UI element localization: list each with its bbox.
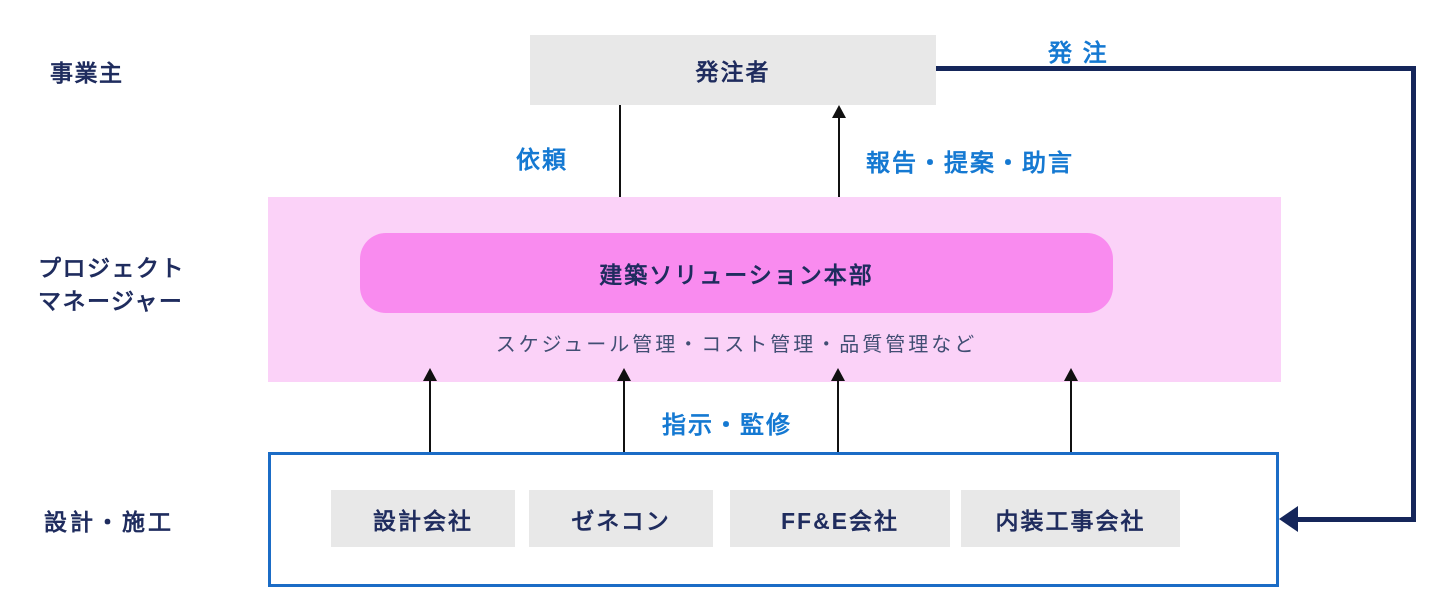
arrow-up-icon [1064,368,1078,381]
edge-label-order: 発 注 [1048,40,1109,67]
company-node-interior: 内装工事会社 [961,490,1180,547]
arrow-shaft [429,379,431,476]
order-path-top-segment [936,66,1413,71]
company-node-design: 設計会社 [331,490,515,547]
client-node: 発注者 [530,35,936,105]
row-label-business-owner: 事業主 [50,60,124,86]
order-path-right-segment [1411,66,1416,522]
arrow-up-icon [831,368,845,381]
edge-label-report: 報告・提案・助言 [866,150,1074,177]
row-label-project-manager: プロジェクト マネージャー [38,252,185,318]
arrow-up-icon [617,368,631,381]
order-path-bottom-segment [1296,517,1413,522]
arrow-shaft [838,116,840,222]
arrow-shaft [837,379,839,476]
edge-label-direction: 指示・監修 [662,412,792,439]
arrow-shaft [619,105,621,211]
arrow-up-icon [832,105,846,118]
company-node-ffe: FF&E会社 [730,490,950,547]
row-label-design-construction: 設計・施工 [44,509,174,535]
report-arrow-up [832,105,846,222]
row-label-project-manager-line1: プロジェクト [38,255,185,281]
hq-subtitle: スケジュール管理・コスト管理・品質管理など [495,334,978,356]
arrow-up-icon [423,368,437,381]
company-node-general-contractor: ゼネコン [529,490,713,547]
order-path-arrowhead-icon [1279,506,1298,532]
arrow-shaft [1070,379,1072,476]
edge-label-request: 依頼 [516,147,568,174]
hq-node: 建築ソリューション本部 [360,233,1113,313]
arrow-shaft [623,379,625,476]
row-label-project-manager-line2: マネージャー [38,288,184,314]
